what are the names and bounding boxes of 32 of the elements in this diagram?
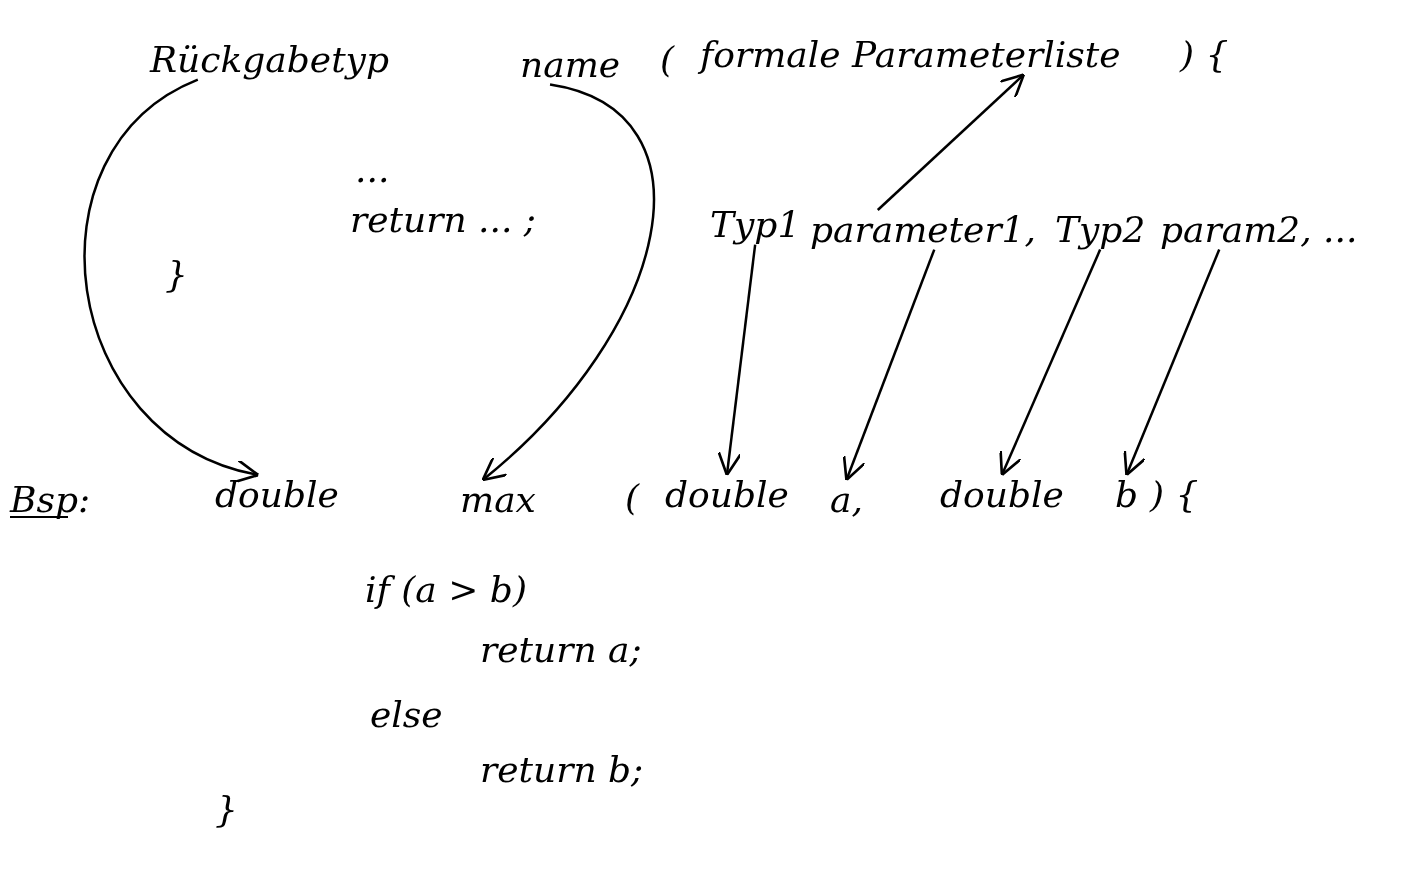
- code-word: a,: [830, 480, 863, 520]
- code-text: ) {: [1180, 35, 1229, 75]
- code-text: }: [165, 255, 188, 295]
- code-word: double: [665, 475, 789, 515]
- code-word: param2, ...: [1160, 210, 1358, 250]
- code-text: return b;: [480, 750, 644, 790]
- arrow: [999, 249, 1102, 477]
- code-text: if (a > b): [365, 570, 527, 610]
- code-text: ) {: [1150, 475, 1199, 515]
- code-text: ...: [355, 150, 390, 190]
- arrow: [83, 78, 260, 481]
- code-word: b: [1115, 475, 1139, 515]
- code-text: return a;: [480, 630, 642, 670]
- code-word: Typ2: [1055, 210, 1146, 250]
- arrow: [717, 244, 757, 477]
- code-word: max: [460, 480, 536, 520]
- code-word: Rückgabetyp: [150, 40, 389, 80]
- code-text: }: [215, 790, 238, 830]
- code-word: parameter1,: [810, 210, 1036, 250]
- code-text: Bsp:: [10, 480, 91, 520]
- code-text: return ... ;: [350, 200, 536, 240]
- arrow: [1123, 249, 1221, 477]
- code-word: Typ1: [710, 205, 801, 245]
- code-word: double: [940, 475, 1064, 515]
- arrow: [842, 249, 936, 482]
- code-word: double: [215, 475, 339, 515]
- code-text: else: [370, 695, 443, 735]
- code-text: (: [625, 478, 640, 518]
- arrow: [876, 73, 1026, 211]
- code-word: name: [520, 45, 621, 85]
- arrow: [481, 83, 655, 482]
- code-text: (: [660, 40, 675, 80]
